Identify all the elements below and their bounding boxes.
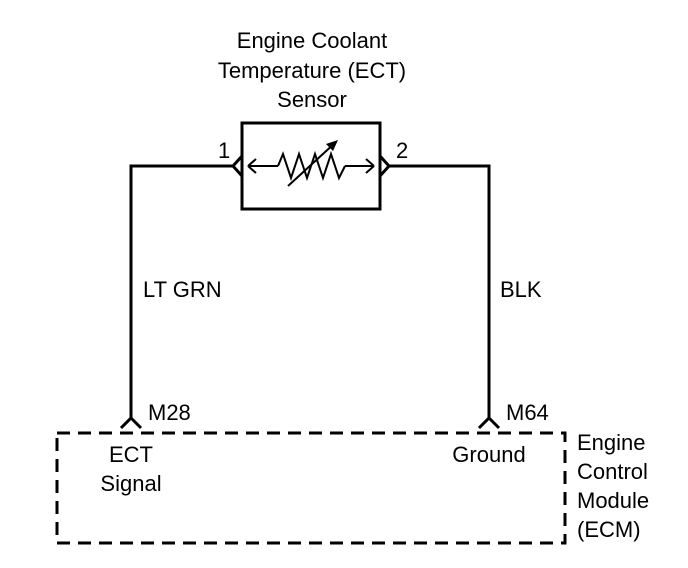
variable-arrowhead — [326, 140, 338, 151]
ecm-left-function-line2: Signal — [100, 471, 161, 496]
m28-connector-icon — [119, 415, 143, 430]
arrow-right-lower — [365, 165, 375, 174]
ecm-right-function: Ground — [452, 442, 525, 467]
wire-lt-grn — [129, 164, 233, 418]
sensor-pin1-label: 1 — [218, 138, 230, 163]
wire-left-color-label: LT GRN — [143, 277, 222, 302]
sensor-title-line1: Engine Coolant — [237, 28, 387, 53]
thermistor-symbol-icon — [247, 140, 375, 187]
sensor-title-line3: Sensor — [277, 87, 347, 112]
resistor-zigzag — [277, 150, 346, 182]
sensor-pin2-label: 2 — [396, 138, 408, 163]
sensor-title-line2: Temperature (ECT) — [218, 58, 406, 83]
ecm-label-line2: Control — [577, 459, 648, 484]
arrow-right-upper — [365, 158, 375, 167]
wire-right-color-label: BLK — [500, 277, 542, 302]
m64-connector-icon — [477, 415, 501, 430]
variable-arrow-shaft — [287, 141, 337, 187]
ecm-module-box — [55, 431, 567, 545]
ecm-pin-m28-label: M28 — [148, 400, 191, 425]
ecm-label-line1: Engine — [577, 430, 646, 455]
ecm-left-function-line1: ECT — [109, 442, 153, 467]
ecm-label-line4: (ECM) — [577, 517, 641, 542]
arrow-left-upper — [247, 158, 257, 167]
ecm-label-line3: Module — [577, 488, 649, 513]
ecm-pin-m64-label: M64 — [506, 400, 549, 425]
sensor-body — [240, 121, 382, 211]
wire-blk — [389, 164, 491, 418]
arrow-left-lower — [247, 165, 257, 174]
